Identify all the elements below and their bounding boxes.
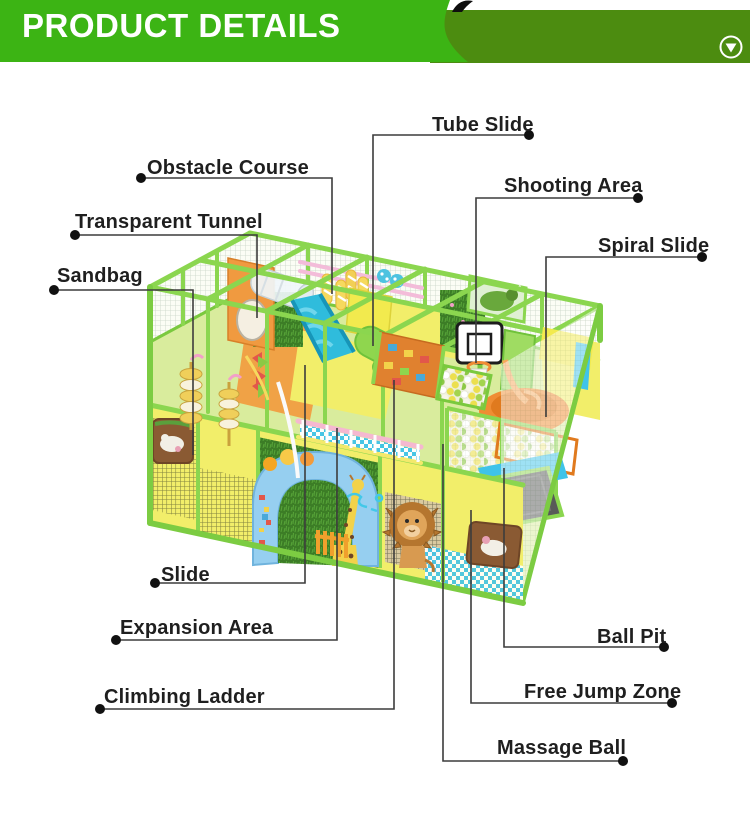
page-title: PRODUCT DETAILS <box>22 7 341 44</box>
callout-dot-shooting-area <box>633 193 643 203</box>
header-band <box>430 10 750 63</box>
callout-line-spiral-slide <box>545 256 702 417</box>
callout-dot-ball-pit <box>659 642 669 652</box>
ribbon-fold <box>452 0 473 12</box>
callout-line-obstacle-course <box>141 177 333 294</box>
callout-label-expansion-area: Expansion Area <box>120 617 274 639</box>
logo-squiggle <box>346 492 384 513</box>
callout-label-free-jump-zone: Free Jump Zone <box>524 681 682 703</box>
lion-decal <box>381 502 443 573</box>
callout-dot-expansion-area <box>111 635 121 645</box>
callout-dot-spiral-slide <box>697 252 707 262</box>
callout-dot-tube-slide <box>524 130 534 140</box>
climbing-ladder-wall <box>371 331 446 399</box>
callout-dot-massage-ball <box>618 756 628 766</box>
callout-line-tube-slide <box>372 134 529 346</box>
callout-label-ball-pit: Ball Pit <box>597 626 667 648</box>
callout-dot-free-jump-zone <box>667 698 677 708</box>
callout-line-free-jump-zone <box>470 510 672 704</box>
callout-dot-slide <box>150 578 160 588</box>
callout-line-transparent-tunnel <box>75 234 258 318</box>
callout-label-climbing-ladder: Climbing Ladder <box>104 686 265 708</box>
callout-line-climbing-ladder <box>100 380 395 710</box>
callout-dot-obstacle-course <box>136 173 146 183</box>
callout-line-ball-pit <box>503 468 664 648</box>
cow-panel <box>152 418 194 464</box>
callout-label-tube-slide: Tube Slide <box>432 114 534 136</box>
sandbag-item <box>179 353 243 446</box>
playground-illustration <box>147 230 603 606</box>
expansion-fence <box>295 418 424 465</box>
callout-line-slide <box>155 365 306 584</box>
callout-dot-climbing-ladder <box>95 704 105 714</box>
mini-fence <box>314 530 350 558</box>
right-face <box>501 303 603 603</box>
callout-label-sandbag: Sandbag <box>57 265 143 287</box>
callout-dot-sandbag <box>49 285 59 295</box>
circle-chevron-down-icon[interactable] <box>719 35 743 59</box>
header-ribbon-graphic <box>0 0 750 63</box>
animal-panel <box>465 520 523 570</box>
callout-label-massage-ball: Massage Ball <box>497 737 627 759</box>
callout-line-shooting-area <box>475 197 638 363</box>
slide-pole <box>276 381 300 479</box>
callout-dot-transparent-tunnel <box>70 230 80 240</box>
massage-ball-rows <box>435 363 493 411</box>
callout-label-obstacle-course: Obstacle Course <box>147 157 309 179</box>
triangle-climber <box>244 352 270 401</box>
header-ribbon <box>0 0 468 62</box>
header-banner: PRODUCT DETAILS <box>0 0 750 70</box>
callout-label-spiral-slide: Spiral Slide <box>598 235 710 257</box>
callout-label-shooting-area: Shooting Area <box>504 175 643 197</box>
callout-line-massage-ball <box>442 444 623 762</box>
callout-line-sandbag <box>54 289 194 455</box>
callout-label-transparent-tunnel: Transparent Tunnel <box>75 211 263 233</box>
callout-label-slide: Slide <box>161 564 210 586</box>
callout-line-expansion-area <box>116 428 338 641</box>
